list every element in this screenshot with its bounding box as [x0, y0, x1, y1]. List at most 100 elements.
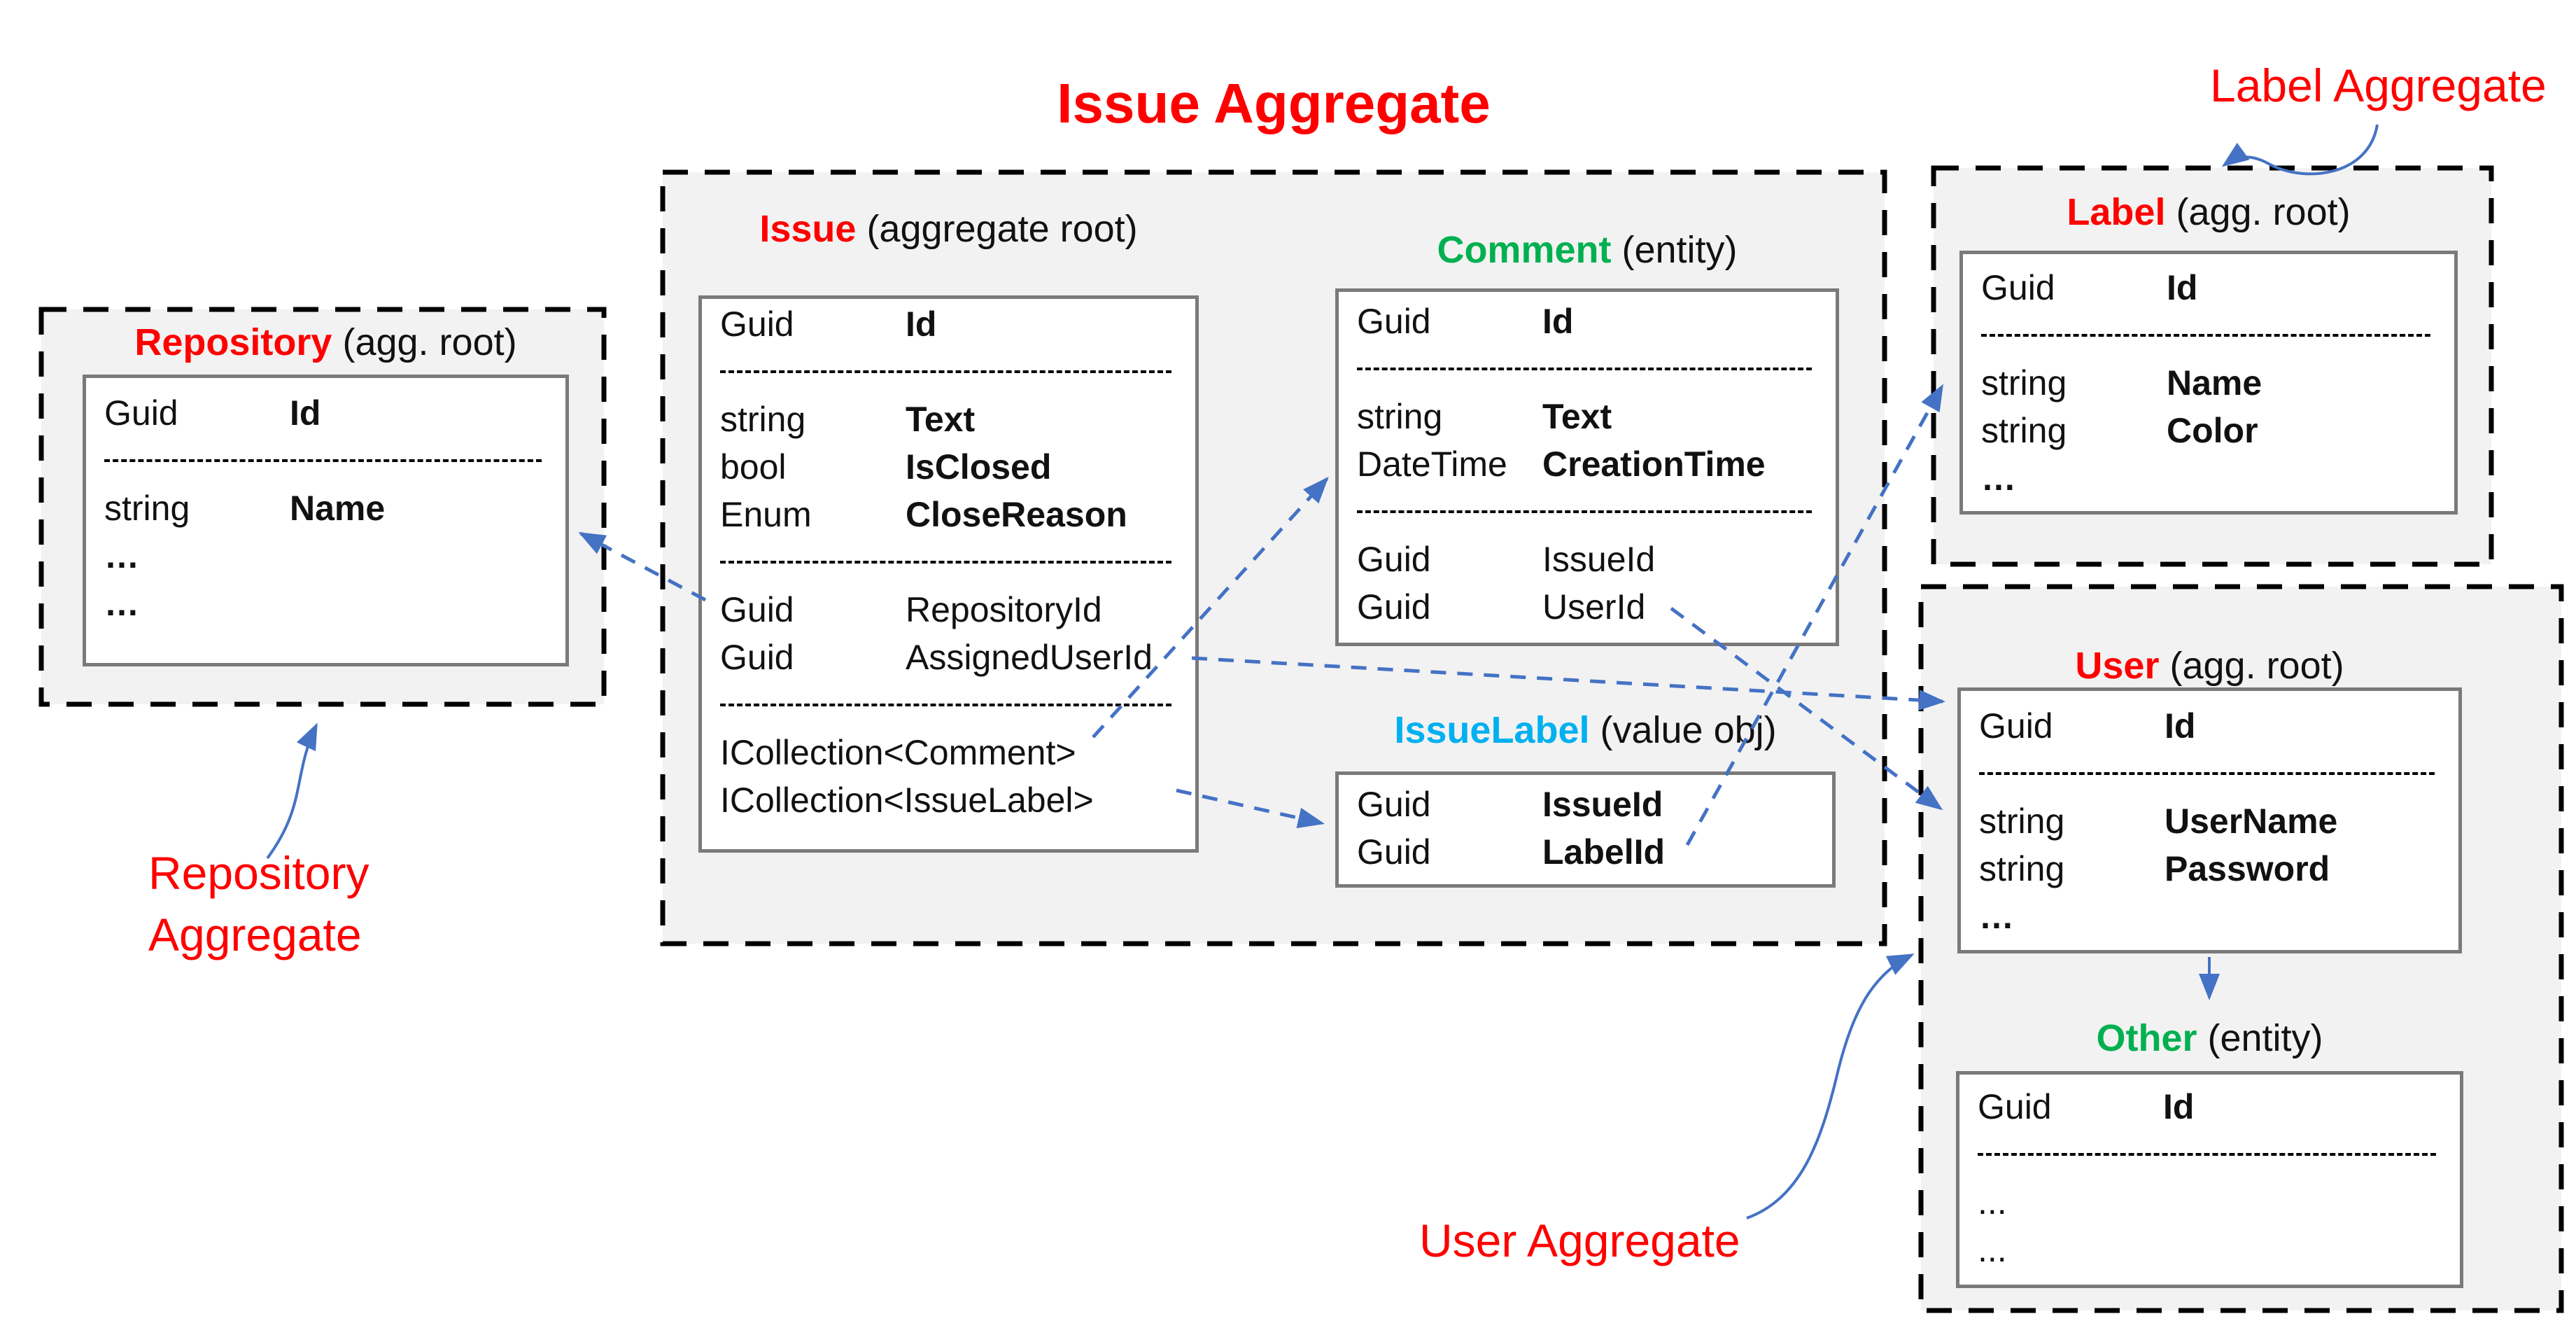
field-type: …	[104, 536, 139, 575]
arrow-repositoryid-to-repository	[578, 531, 707, 602]
separator-line	[720, 561, 1171, 564]
user-name: User	[2075, 645, 2160, 687]
repository-title: Repository (agg. root)	[83, 321, 569, 364]
field-row: Guid UserId	[1339, 583, 1836, 631]
other-title: Other (entity)	[1956, 1016, 2463, 1060]
comment-kind: (entity)	[1621, 229, 1738, 271]
field-row: …	[1963, 454, 2454, 502]
field-name: RepositoryId	[906, 590, 1102, 629]
field-type: ICollection<Comment>	[720, 733, 1076, 772]
field-name: Text	[906, 400, 976, 439]
field-type: ...	[1978, 1182, 2007, 1222]
field-type: string	[1357, 397, 1443, 436]
separator-line	[1357, 368, 1812, 370]
field-name: Id	[2165, 706, 2196, 746]
diagram-title: Issue Aggregate	[1057, 72, 1491, 134]
field-type: …	[104, 584, 139, 623]
repository-aggregate-annotation-line2: Aggregate	[148, 909, 362, 960]
field-type: Guid	[1357, 540, 1431, 579]
field-type: Guid	[1979, 706, 2053, 746]
field-separator	[1339, 345, 1836, 393]
field-name: Color	[2167, 411, 2258, 450]
field-type: Guid	[1357, 587, 1431, 627]
user-title: User (agg. root)	[1957, 644, 2462, 687]
repository-aggregate-annotation-line1: Repository	[148, 847, 369, 899]
field-name: UserId	[1542, 587, 1646, 627]
field-row: string Text	[1339, 393, 1836, 440]
field-type: Guid	[720, 590, 794, 629]
field-row: ...	[1959, 1226, 2460, 1273]
field-type: Guid	[1978, 1087, 2052, 1126]
field-name: IssueId	[1542, 785, 1663, 824]
field-row: string Text	[702, 396, 1195, 443]
issuelabel-title: IssueLabel (value obj)	[1335, 708, 1836, 752]
field-type: string	[1981, 411, 2067, 450]
comment-title: Comment (entity)	[1335, 228, 1839, 272]
separator-line	[720, 370, 1171, 373]
field-type: ...	[1978, 1230, 2007, 1269]
field-type: string	[1981, 363, 2067, 403]
field-name: AssignedUserId	[906, 638, 1153, 677]
repository-kind: (agg. root)	[342, 321, 517, 363]
separator-line	[104, 459, 542, 462]
field-row: Guid Id	[1961, 702, 2458, 750]
field-name: Text	[1542, 397, 1612, 436]
field-row: …	[86, 580, 565, 627]
field-name: LabelId	[1542, 832, 1666, 872]
other-box: Guid Id......	[1956, 1071, 2463, 1288]
field-name: IsClosed	[906, 447, 1052, 487]
user-kind: (agg. root)	[2169, 645, 2344, 687]
field-separator	[1963, 312, 2454, 359]
field-type: string	[104, 489, 190, 528]
field-separator	[702, 348, 1195, 396]
field-row: …	[1961, 893, 2458, 940]
field-type: Guid	[720, 638, 794, 677]
field-name: IssueId	[1542, 540, 1656, 579]
field-type: string	[720, 400, 806, 439]
field-type: string	[1979, 802, 2065, 841]
comment-name: Comment	[1437, 229, 1612, 271]
arrow-user-annotation	[1746, 953, 1915, 1219]
field-name: CloseReason	[906, 495, 1127, 534]
separator-line	[720, 704, 1171, 706]
field-type: bool	[720, 447, 787, 487]
label-name: Label	[2067, 191, 2166, 233]
field-name: Id	[2163, 1087, 2195, 1126]
label-title: Label (agg. root)	[1959, 190, 2458, 234]
field-row: string Name	[86, 484, 565, 532]
field-name: Id	[290, 393, 321, 433]
label-kind: (agg. root)	[2176, 191, 2351, 233]
field-separator	[1339, 488, 1836, 536]
field-row: bool IsClosed	[702, 443, 1195, 491]
field-name: Name	[290, 489, 386, 528]
field-name: CreationTime	[1542, 445, 1766, 484]
field-row: …	[86, 532, 565, 580]
repository-aggregate-annotation: Repository Aggregate	[148, 842, 369, 965]
field-name: Id	[906, 305, 937, 344]
field-row: ICollection<IssueLabel>	[702, 776, 1195, 824]
field-row: ...	[1959, 1178, 2460, 1226]
repository-name: Repository	[134, 321, 332, 363]
issue-title: Issue (aggregate root)	[698, 207, 1199, 251]
separator-line	[1357, 510, 1812, 513]
field-separator	[702, 538, 1195, 586]
separator-line	[1981, 334, 2430, 337]
field-row: Guid Id	[1959, 1083, 2460, 1131]
separator-line	[1979, 772, 2435, 775]
user-aggregate-annotation: User Aggregate	[1419, 1215, 1740, 1266]
issue-name: Issue	[759, 208, 857, 250]
arrow-label-annotation	[2221, 124, 2379, 176]
field-type: Enum	[720, 495, 812, 534]
field-row: ICollection<Comment>	[702, 729, 1195, 776]
field-type: ICollection<IssueLabel>	[720, 781, 1094, 820]
field-type: …	[1981, 459, 2016, 498]
issuelabel-name: IssueLabel	[1394, 709, 1590, 751]
